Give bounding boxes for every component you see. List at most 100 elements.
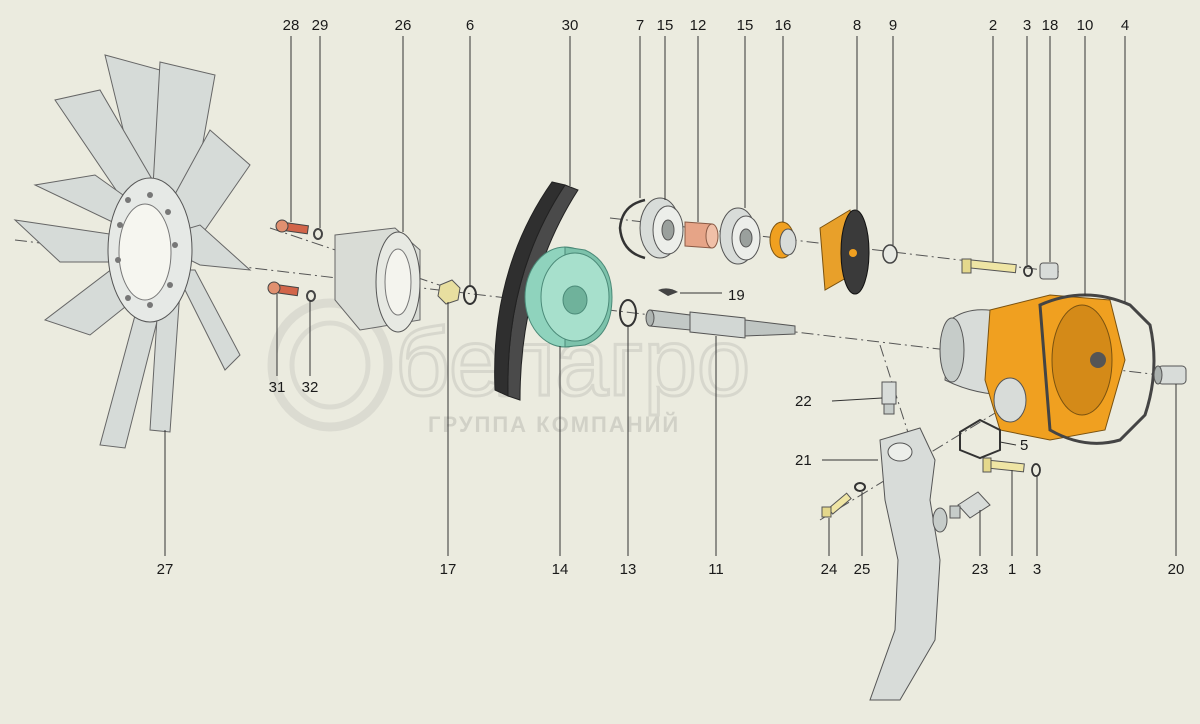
callout-17: 17 (440, 561, 457, 578)
impeller-8 (819, 209, 870, 295)
gasket-4 (1038, 293, 1156, 445)
bolt-axis-upper (269, 227, 461, 293)
watermark-subtitle: ГРУППА КОМПАНИЙ (428, 412, 680, 437)
callout-29: 29 (312, 17, 329, 34)
watermark-logo-ring (267, 298, 393, 432)
ring-6 (463, 285, 477, 305)
callouts-side: 19 22 5 21 (728, 287, 1028, 469)
washer-25 (854, 482, 866, 492)
leader-5 (999, 441, 1017, 446)
callout-3-bottom: 3 (1033, 561, 1041, 578)
washer-3-lower (1031, 463, 1041, 477)
bolt-1 (982, 457, 1025, 473)
bolt-24 (821, 492, 852, 518)
pipe-21-side-port (932, 507, 948, 533)
callout-30: 30 (562, 17, 579, 34)
fan-hole (125, 295, 131, 301)
bolt-2 (961, 258, 1017, 274)
bolt-31 (267, 281, 300, 297)
callout-15-right: 15 (737, 17, 754, 34)
shaft-11-mid (689, 311, 746, 339)
bolt-31-head (267, 281, 281, 295)
spacer-26 (334, 227, 421, 333)
callout-19: 19 (728, 287, 745, 304)
circlip-7 (618, 198, 646, 260)
nipple-20 (1153, 365, 1187, 385)
pump-housing-10 (939, 294, 1126, 441)
shaft-11-tail (744, 319, 796, 337)
callout-23: 23 (972, 561, 989, 578)
callout-8: 8 (853, 17, 861, 34)
pulley-14-hub (562, 285, 588, 315)
callout-16: 16 (775, 17, 792, 34)
fan-hole (172, 242, 178, 248)
bolt-1-head (982, 457, 992, 473)
callout-4: 4 (1121, 17, 1129, 34)
fitting-23-body (957, 491, 991, 519)
sensor-22-body (881, 381, 897, 405)
plug-18-body (1039, 262, 1059, 280)
sensor-22-thread (883, 403, 895, 415)
fan-27 (13, 54, 252, 449)
spacer-12-end (705, 223, 719, 249)
bearing-bore (739, 228, 753, 248)
housing-10-outlet (993, 377, 1027, 423)
callout-15-left: 15 (657, 17, 674, 34)
gasket-5 (959, 418, 1001, 460)
seal-16 (769, 221, 797, 259)
bearing-15-right (719, 207, 761, 265)
shaft-11 (645, 309, 796, 339)
callout-12: 12 (690, 17, 707, 34)
sensor-22 (881, 381, 897, 415)
leader-22 (831, 397, 883, 402)
shaft-11-end (645, 309, 655, 327)
leader-lines (164, 36, 1177, 556)
callout-31: 31 (269, 379, 286, 396)
fan-hole (147, 302, 153, 308)
housing-inlet-end (939, 317, 965, 383)
callout-22: 22 (795, 393, 812, 410)
callout-9: 9 (889, 17, 897, 34)
callouts-bottom: 27 31 32 17 14 13 11 24 25 23 1 3 20 (157, 379, 1185, 578)
callout-1: 1 (1008, 561, 1016, 578)
callout-18: 18 (1042, 17, 1059, 34)
fan-hub-bore (118, 203, 172, 301)
callout-13: 13 (620, 561, 637, 578)
pipe-21 (869, 427, 948, 701)
callout-11: 11 (708, 561, 724, 578)
nut-17-body (437, 279, 461, 305)
fan-hole (117, 222, 123, 228)
pipe-21-flange (887, 442, 913, 462)
housing-10-bore (1090, 352, 1106, 368)
plug-18 (1039, 262, 1059, 280)
bolt-28-head (275, 219, 289, 233)
pulley-14 (524, 246, 613, 348)
bolt-24-head (821, 506, 832, 518)
callout-3-top: 3 (1023, 17, 1031, 34)
fan-hole (167, 282, 173, 288)
housing-10-volute (1051, 304, 1113, 416)
nut-17 (437, 279, 461, 305)
callout-7: 7 (636, 17, 644, 34)
pipe-21-body (869, 427, 941, 701)
callout-10: 10 (1077, 17, 1094, 34)
fitting-23 (949, 491, 991, 519)
callout-20: 20 (1168, 561, 1185, 578)
callout-6: 6 (466, 17, 474, 34)
spacer-12 (684, 221, 719, 249)
callout-14: 14 (552, 561, 569, 578)
nipple-20-end (1153, 365, 1163, 385)
key-19 (658, 288, 678, 296)
callout-21: 21 (795, 452, 812, 469)
impeller-8-hub (849, 249, 857, 257)
bearing-bore (661, 219, 675, 241)
fan-hole (147, 192, 153, 198)
callout-2: 2 (989, 17, 997, 34)
bearing-15-left (639, 197, 684, 259)
fan-hole (125, 197, 131, 203)
ring-9 (882, 244, 898, 264)
fan-hole (165, 209, 171, 215)
callout-27: 27 (157, 561, 174, 578)
